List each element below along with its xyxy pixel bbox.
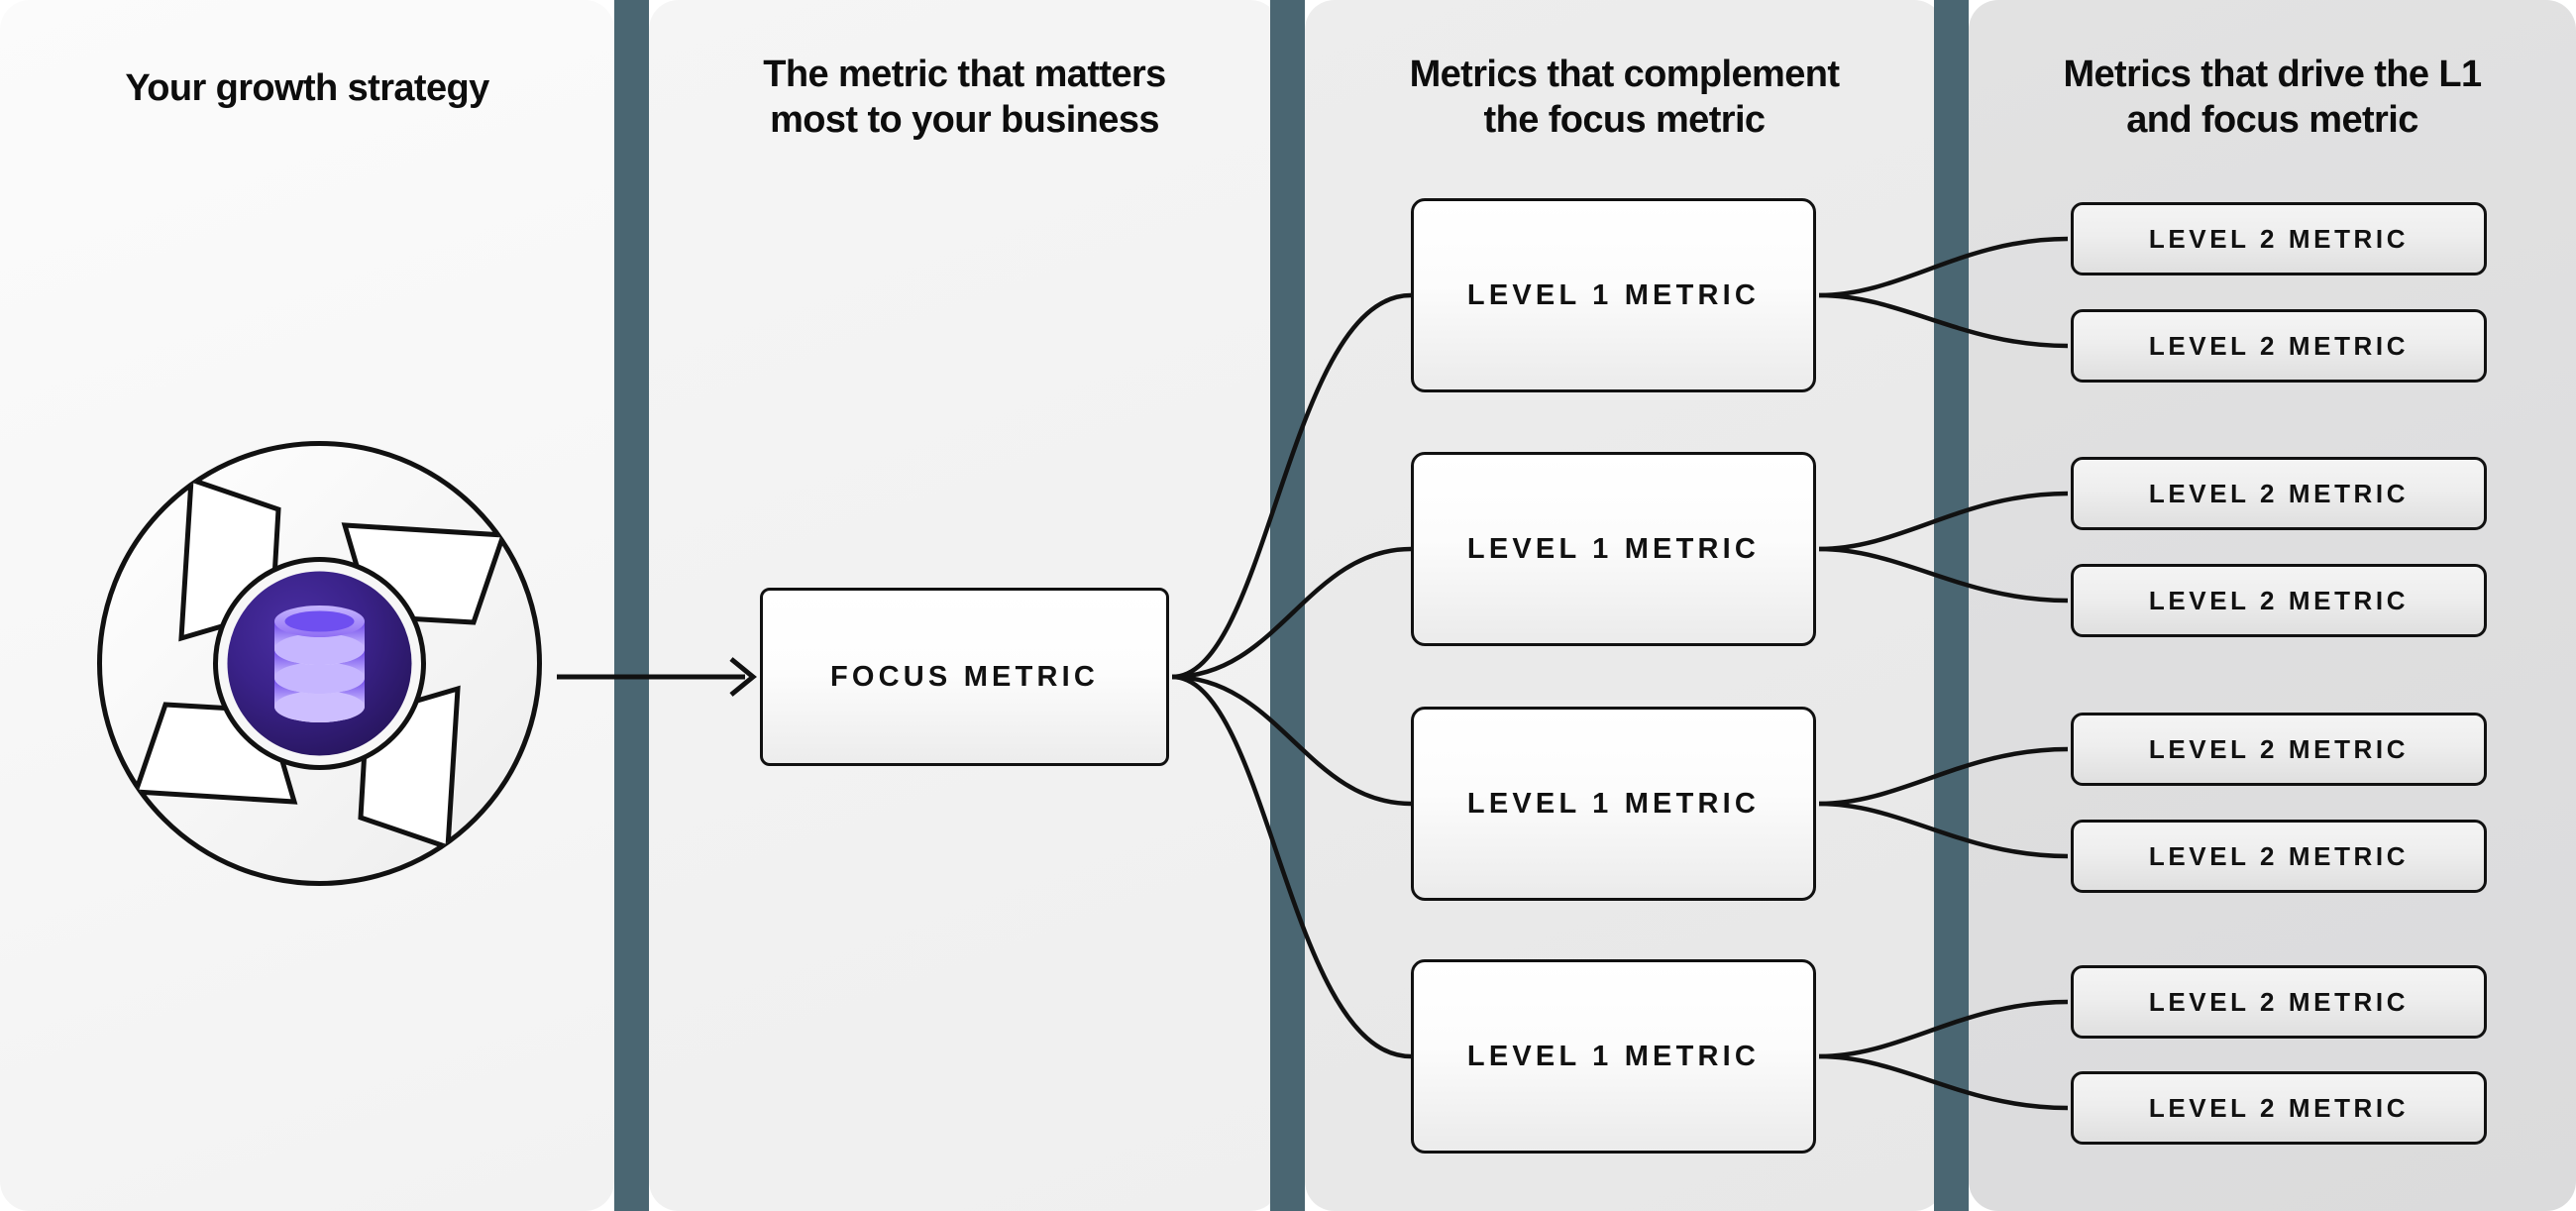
node-level2-metric[interactable]: LEVEL 2 METRIC bbox=[2071, 820, 2487, 893]
node-label: LEVEL 2 METRIC bbox=[2148, 840, 2410, 871]
node-level1-metric[interactable]: LEVEL 1 METRIC bbox=[1411, 198, 1816, 392]
column-divider-3 bbox=[1934, 0, 1969, 1211]
database-stack-icon bbox=[274, 606, 365, 722]
node-level2-metric[interactable]: LEVEL 2 METRIC bbox=[2071, 1071, 2487, 1145]
node-level2-metric[interactable]: LEVEL 2 METRIC bbox=[2071, 713, 2487, 786]
column-heading-line: most to your business bbox=[770, 99, 1159, 142]
node-label: FOCUS METRIC bbox=[829, 660, 1100, 693]
node-level2-metric[interactable]: LEVEL 2 METRIC bbox=[2071, 965, 2487, 1039]
node-label: LEVEL 1 METRIC bbox=[1466, 278, 1761, 311]
column-divider-1 bbox=[614, 0, 649, 1211]
node-label: LEVEL 2 METRIC bbox=[2148, 223, 2410, 254]
node-label: LEVEL 1 METRIC bbox=[1466, 787, 1761, 820]
node-level1-metric[interactable]: LEVEL 1 METRIC bbox=[1411, 707, 1816, 901]
node-label: LEVEL 2 METRIC bbox=[2148, 478, 2410, 508]
node-level2-metric[interactable]: LEVEL 2 METRIC bbox=[2071, 457, 2487, 530]
column-heading-line: Metrics that drive the L1 bbox=[2063, 54, 2482, 95]
node-label: LEVEL 2 METRIC bbox=[2148, 986, 2410, 1017]
node-level1-metric[interactable]: LEVEL 1 METRIC bbox=[1411, 452, 1816, 646]
node-label: LEVEL 2 METRIC bbox=[2148, 330, 2410, 361]
node-level1-metric[interactable]: LEVEL 1 METRIC bbox=[1411, 959, 1816, 1154]
column-heading-complementary-metrics: Metrics that complement the focus metric bbox=[1305, 52, 1944, 144]
node-level2-metric[interactable]: LEVEL 2 METRIC bbox=[2071, 309, 2487, 383]
column-heading-growth-strategy: Your growth strategy bbox=[0, 65, 614, 111]
column-heading-line: and focus metric bbox=[2126, 99, 2418, 142]
column-heading-line: The metric that matters bbox=[763, 54, 1166, 95]
node-level2-metric[interactable]: LEVEL 2 METRIC bbox=[2071, 202, 2487, 275]
node-label: LEVEL 2 METRIC bbox=[2148, 733, 2410, 764]
node-focus-metric[interactable]: FOCUS METRIC bbox=[760, 588, 1169, 766]
column-divider-2 bbox=[1270, 0, 1305, 1211]
column-heading-line: Metrics that complement bbox=[1409, 54, 1840, 95]
node-level2-metric[interactable]: LEVEL 2 METRIC bbox=[2071, 564, 2487, 637]
column-heading-focus-metric: The metric that matters most to your bus… bbox=[649, 52, 1280, 144]
node-label: LEVEL 1 METRIC bbox=[1466, 1040, 1761, 1072]
column-heading-line: the focus metric bbox=[1483, 99, 1767, 142]
column-heading-line: Your growth strategy bbox=[125, 67, 489, 109]
node-label: LEVEL 2 METRIC bbox=[2148, 585, 2410, 615]
database-pinwheel-icon bbox=[97, 441, 542, 886]
column-heading-driver-metrics: Metrics that drive the L1 and focus metr… bbox=[1969, 52, 2576, 144]
node-label: LEVEL 2 METRIC bbox=[2148, 1092, 2410, 1123]
node-label: LEVEL 1 METRIC bbox=[1466, 532, 1761, 565]
